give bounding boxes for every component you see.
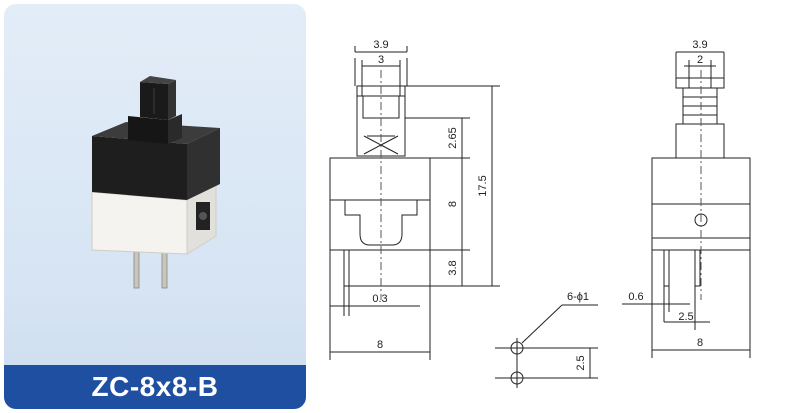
dim-side-pin-width: 0.6 [628,291,643,303]
switch-photo [91,76,220,289]
product-card: ZC-8x8-B [4,4,306,409]
dimension-drawing: 3.9 3 2.65 17.5 8 3.8 0.3 8 6-ϕ1 2.5 3.9… [329,39,751,388]
front-body [329,157,431,251]
model-label: ZC-8x8-B [91,371,219,402]
dim-body-height: 8 [447,201,459,207]
dim-stem-height: 2.65 [447,127,459,148]
dim-pin-length: 3.8 [447,260,459,275]
front-pin [343,249,350,287]
dim-footprint-holes: 6-ϕ1 [567,291,589,303]
dim-side-body-width: 8 [697,337,703,349]
dim-side-stem-width: 2 [697,54,703,66]
dim-front-button-width: 3.9 [373,39,388,51]
model-banner: ZC-8x8-B [4,365,306,409]
dim-pin-thickness: 0.3 [372,293,387,305]
dim-footprint-pitch: 2.5 [575,355,587,370]
dim-total-height: 17.5 [477,175,489,196]
dim-front-body-width: 8 [377,339,383,351]
dim-front-stem-width: 3 [378,54,384,66]
dim-side-button-width: 3.9 [692,39,707,51]
dim-side-pin-pitch: 2.5 [678,311,693,323]
side-pin-1 [663,249,670,287]
side-pin-2 [694,249,701,287]
